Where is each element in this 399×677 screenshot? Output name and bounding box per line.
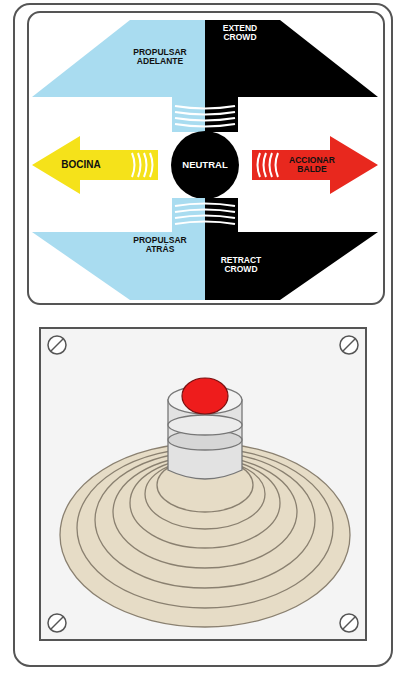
node-shape xyxy=(205,20,378,132)
label-panel xyxy=(28,12,384,304)
node-shape xyxy=(252,136,378,194)
node-shape xyxy=(205,198,378,300)
direction-label: BOCINA xyxy=(46,160,116,171)
direction-label: PROPULSAR ATRÁS xyxy=(118,236,202,254)
direction-label: PROPULSAR ADELANTE xyxy=(118,48,202,66)
retract-arrow-half: RETRACT CROWD xyxy=(205,198,378,300)
bucket-arrow: ACCIONAR BALDE xyxy=(252,136,378,194)
forward-arrow-half: PROPULSAR ADELANTE xyxy=(32,20,205,132)
outer-panel xyxy=(14,4,392,666)
direction-label: ACCIONAR BALDE xyxy=(276,156,348,174)
red-button xyxy=(182,378,228,414)
reverse-arrow-half: PROPULSAR ATRÁS xyxy=(32,198,205,300)
screws xyxy=(48,336,358,632)
node-shape xyxy=(32,136,158,194)
node-outline xyxy=(32,198,205,300)
extend-arrow-half: EXTEND CROWD xyxy=(205,20,378,132)
node-shape xyxy=(171,131,239,199)
neutral-circle: NEUTRAL xyxy=(171,131,239,199)
node-outline xyxy=(32,20,205,132)
mount-plate xyxy=(40,328,366,640)
node-outline xyxy=(205,198,378,300)
node-shape xyxy=(32,20,205,132)
direction-label: NEUTRAL xyxy=(172,160,238,170)
direction-label: EXTEND CROWD xyxy=(208,24,272,42)
direction-label: RETRACT CROWD xyxy=(208,256,274,274)
node-shape xyxy=(32,198,205,300)
horn-arrow: BOCINA xyxy=(32,136,158,194)
